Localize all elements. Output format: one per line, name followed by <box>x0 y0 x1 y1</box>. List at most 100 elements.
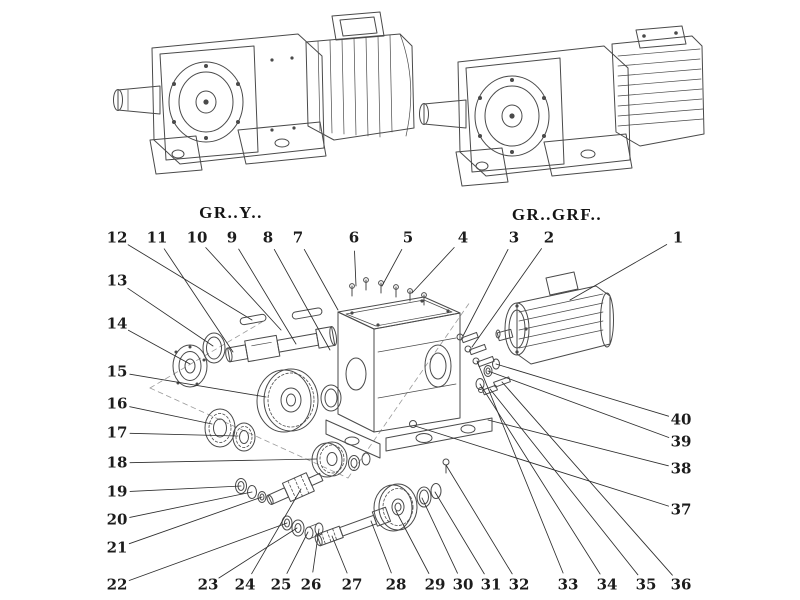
leader-line-35 <box>489 388 639 576</box>
leader-line-38 <box>487 419 669 467</box>
input-shaft-part <box>225 307 338 363</box>
callout-39: 39 <box>670 432 692 451</box>
leader-line-13 <box>127 287 214 347</box>
motor-part <box>495 271 614 365</box>
leader-line-33 <box>476 360 564 574</box>
leader-line-7 <box>303 248 339 311</box>
callout-25: 25 <box>270 575 292 594</box>
leader-line-23 <box>218 527 298 579</box>
leader-line-18 <box>129 458 318 464</box>
leader-line-24 <box>251 488 302 575</box>
callout-7: 7 <box>292 228 304 247</box>
callout-20: 20 <box>106 510 128 529</box>
washers-part <box>235 478 324 540</box>
leader-line-26 <box>312 528 320 573</box>
callout-40: 40 <box>670 410 692 429</box>
callout-28: 28 <box>385 575 407 594</box>
callout-11: 11 <box>146 228 168 247</box>
leader-line-31 <box>434 491 485 575</box>
leader-line-22 <box>128 522 288 581</box>
callout-3: 3 <box>508 228 520 247</box>
leader-line-28 <box>370 520 392 574</box>
callout-29: 29 <box>424 575 446 594</box>
callout-36: 36 <box>670 575 692 594</box>
callout-31: 31 <box>480 575 502 594</box>
leader-line-29 <box>395 510 430 574</box>
leader-line-17 <box>129 432 239 437</box>
callout-15: 15 <box>106 362 128 381</box>
callout-38: 38 <box>670 459 692 478</box>
leader-line-8 <box>273 248 331 351</box>
leader-lines <box>127 244 673 581</box>
leader-line-4 <box>411 247 455 294</box>
callout-30: 30 <box>452 575 474 594</box>
output-gear-part <box>373 483 442 532</box>
leader-line-39 <box>487 370 670 438</box>
callout-2: 2 <box>543 228 555 247</box>
callout-6: 6 <box>348 228 360 247</box>
callout-9: 9 <box>226 228 238 247</box>
leader-line-2 <box>471 248 542 348</box>
callout-19: 19 <box>106 482 128 501</box>
callout-27: 27 <box>341 575 363 594</box>
leader-line-1 <box>569 244 668 301</box>
leader-line-12 <box>127 244 253 321</box>
leader-line-40 <box>495 363 670 417</box>
callout-21: 21 <box>106 538 128 557</box>
leader-line-37 <box>414 425 670 507</box>
callout-5: 5 <box>402 228 414 247</box>
leader-line-6 <box>354 250 357 287</box>
leader-line-10 <box>205 247 282 331</box>
pinion-shaft-part <box>266 472 324 505</box>
callout-23: 23 <box>197 575 219 594</box>
variant-label-grgrf: GR..GRF.. <box>511 205 603 224</box>
callout-37: 37 <box>670 500 692 519</box>
leader-line-30 <box>421 497 458 574</box>
callout-4: 4 <box>457 228 469 247</box>
oil-seal-part <box>202 332 226 364</box>
leader-line-34 <box>479 383 601 575</box>
leader-line-25 <box>286 531 309 574</box>
callout-35: 35 <box>635 575 657 594</box>
variant-label-gry: GR..Y.. <box>199 203 263 222</box>
callout-14: 14 <box>106 314 128 333</box>
leader-line-21 <box>128 496 263 545</box>
gry-assembled-drawing <box>113 11 415 175</box>
callout-10: 10 <box>186 228 208 247</box>
leader-line-27 <box>331 535 348 574</box>
callout-16: 16 <box>106 394 128 413</box>
bearings-part <box>204 408 256 452</box>
leader-line-36 <box>501 381 673 576</box>
leader-line-9 <box>238 248 297 345</box>
callout-1: 1 <box>672 228 684 247</box>
callout-17: 17 <box>106 423 128 442</box>
large-gear-part <box>256 368 342 433</box>
callout-24: 24 <box>234 575 256 594</box>
cover-bolts-part <box>349 277 427 306</box>
bearing-cover-part <box>172 344 208 388</box>
callout-26: 26 <box>300 575 322 594</box>
fastener-parts <box>456 331 511 396</box>
housing-part <box>325 296 493 474</box>
callout-33: 33 <box>557 575 579 594</box>
leader-line-15 <box>129 373 267 398</box>
leader-line-19 <box>129 485 242 492</box>
leader-line-16 <box>129 406 213 425</box>
exploded-view-drawing <box>149 271 614 547</box>
callout-8: 8 <box>262 228 274 247</box>
grgrf-assembled-drawing <box>419 25 705 187</box>
callout-13: 13 <box>106 271 128 290</box>
leader-line-14 <box>127 329 191 365</box>
assembly-axis-dashed-lines <box>149 301 471 479</box>
callout-32: 32 <box>508 575 530 594</box>
callout-22: 22 <box>106 575 128 594</box>
leader-line-32 <box>445 464 513 575</box>
leader-line-3 <box>462 249 509 337</box>
callout-12: 12 <box>106 228 128 247</box>
leader-line-5 <box>381 248 403 287</box>
leader-line-11 <box>163 248 234 353</box>
callout-18: 18 <box>106 453 128 472</box>
leader-line-20 <box>129 491 253 518</box>
callout-34: 34 <box>596 575 618 594</box>
